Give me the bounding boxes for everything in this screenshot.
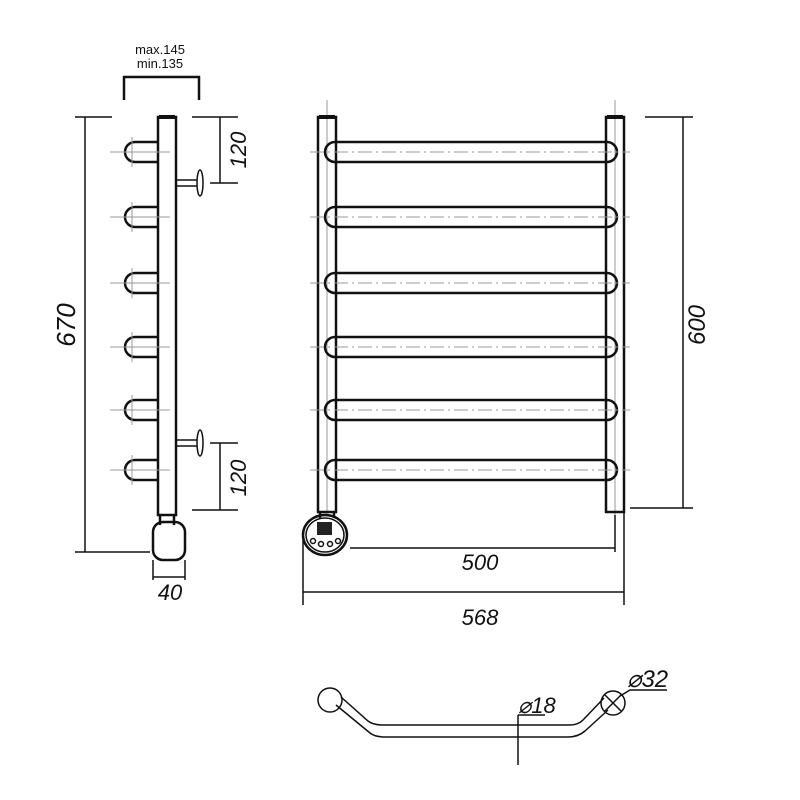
- heater-button: [334, 537, 342, 545]
- top-offset-label: 120: [226, 131, 251, 168]
- side-post: [156, 115, 178, 517]
- mount-min-label: min.135: [137, 56, 183, 71]
- post-centerlines: [326, 100, 616, 515]
- rung-width-dimension: [350, 515, 616, 552]
- rung-centerline: [110, 455, 170, 485]
- right-post-section: [600, 690, 626, 716]
- bottom-offset-dimension: [192, 442, 238, 511]
- post-height-dimension: [630, 116, 693, 509]
- heater-neck: [158, 515, 176, 525]
- heater-control: [301, 512, 349, 557]
- total-width-label: 568: [462, 605, 499, 630]
- heater-button: [326, 540, 334, 548]
- heater-display: [317, 522, 332, 535]
- wall-mount-top: [176, 169, 204, 197]
- mount-max-label: max.145: [135, 42, 185, 57]
- cross-mark: [604, 694, 622, 712]
- wall-mount-bottom: [176, 429, 204, 457]
- heater-side: [151, 520, 187, 562]
- depth-dimension: [152, 560, 186, 580]
- depth-label: 40: [158, 580, 183, 605]
- side-view: max.145 min.135 120 120 40 670: [51, 42, 251, 605]
- post-cap: [159, 115, 175, 119]
- side-rungs: [110, 137, 170, 485]
- right-post-cap: [607, 115, 623, 119]
- front-rungs: [310, 140, 630, 482]
- front-view: 500 568 600: [301, 100, 711, 630]
- rung-profile-outer: [335, 704, 609, 738]
- total-width-dimension: [302, 512, 625, 605]
- left-post-section: [317, 687, 343, 713]
- rung-centerline: [110, 268, 170, 298]
- rung-width-label: 500: [462, 550, 499, 575]
- rung-centerline: [110, 202, 170, 232]
- bottom-offset-label: 120: [226, 459, 251, 496]
- post-diameter-leader: [619, 689, 667, 697]
- total-height-dimension: [75, 116, 150, 553]
- rung-profile-inner: [340, 696, 605, 726]
- rung-centerline: [110, 137, 170, 167]
- rung-centerline: [110, 332, 170, 362]
- post-diameter-label: ⌀32: [627, 666, 668, 693]
- left-post-cap: [319, 115, 335, 119]
- heater-button: [309, 537, 317, 545]
- post-height-label: 600: [684, 304, 711, 345]
- rung-diameter-label: ⌀18: [518, 693, 556, 718]
- top-offset-dimension: [192, 116, 238, 184]
- top-profile-view: ⌀18 ⌀32: [317, 666, 668, 765]
- heater-button: [317, 540, 325, 548]
- rung-centerline: [110, 395, 170, 425]
- mount-depth-dimension: [122, 75, 201, 100]
- rung-diameter-leader: [517, 714, 545, 765]
- total-height-label: 670: [51, 303, 81, 347]
